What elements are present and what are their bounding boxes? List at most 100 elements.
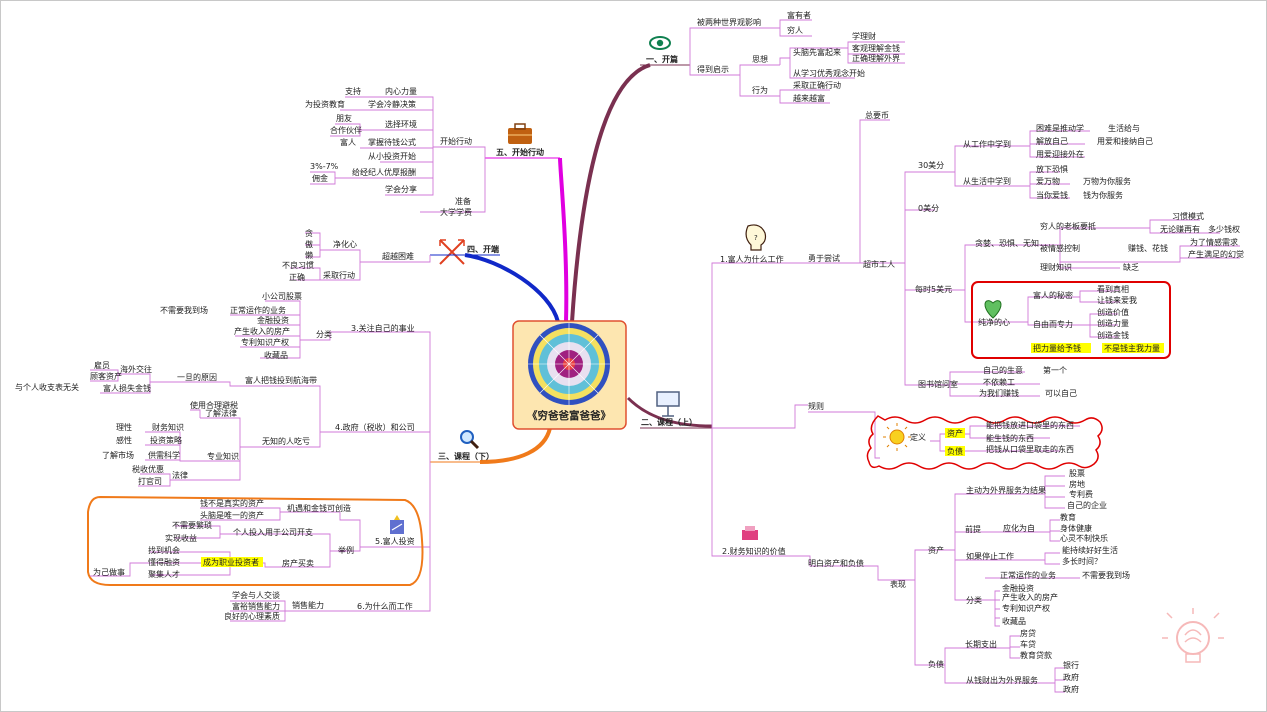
b2-r2-l1-0: 房贷	[1020, 628, 1036, 638]
investment-icon	[390, 515, 404, 534]
magnifier-icon	[460, 430, 480, 450]
b3-g5-b: 个人投入用于公司开支	[233, 527, 313, 537]
b2-r2-a2-1: 身体健康	[1060, 523, 1092, 533]
node-b5-title[interactable]: 五、开始行动	[485, 147, 560, 159]
branch-curve-b2	[626, 396, 713, 428]
b5-item-2-left-0: 朋友	[336, 113, 352, 123]
b3-g6-sub: 销售能力	[292, 600, 324, 610]
b3-g4-sue-0: 税收优惠	[132, 464, 164, 474]
b2-r1-hl-b: 不是钱主我力量	[1104, 343, 1160, 353]
b2-r1-l2-r2: 钱为你服务	[1083, 190, 1123, 200]
b1-thinking-label: 思想	[752, 54, 768, 64]
b4-sub: 超越困难	[382, 251, 414, 261]
highlight-asset	[945, 428, 965, 438]
b3-g6-item-0: 学会与人交谈	[232, 590, 280, 600]
b1-c1-item-1: 穷人	[787, 25, 803, 35]
b1-c1-item-0: 富有者	[787, 10, 811, 20]
b3-g5-d-left: 为己做事	[93, 567, 125, 577]
b2-r1-l1-r1: 用爱和接纳自己	[1097, 136, 1153, 146]
central-topic[interactable]: 《穷爸爸富爸爸》	[512, 320, 627, 430]
b2-r1-pure-a-0: 看到真相	[1097, 284, 1129, 294]
b2-r1-pure-a: 富人的秘密	[1033, 290, 1073, 300]
b3-g3-connectors	[230, 300, 345, 359]
b2-r1-c30: 30美分	[918, 160, 944, 170]
b4-connectors	[290, 232, 431, 281]
b2-r2-a1-3: 自己的企业	[1067, 500, 1107, 510]
b2-r2-a2-2: 心灵不制快乐	[1060, 533, 1108, 543]
b2-r2-l1-1: 车贷	[1020, 639, 1036, 649]
b3-g4-pro: 专业知识	[207, 451, 239, 461]
b2-r1-l1-l0: 困难是推动学	[1036, 123, 1084, 133]
svg-text:三、课程（下）: 三、课程（下）	[438, 451, 494, 461]
svg-text:五、开始行动: 五、开始行动	[496, 147, 544, 157]
node-b2-title[interactable]: 二、课程（上）	[640, 417, 712, 429]
b1-action-label: 行为	[752, 85, 768, 95]
b2-r1-l2-l0: 放下恐惧	[1036, 164, 1068, 174]
b3-g5-a-item-0: 钱不是真实的资产	[200, 498, 264, 508]
b2-def-label: 定义	[910, 432, 926, 442]
eye-icon	[649, 36, 671, 50]
b1-action-item-0: 采取正确行动	[793, 80, 841, 90]
b2-r2-l2-2: 政府	[1063, 684, 1079, 694]
b3-g3-item-5: 收藏品	[264, 350, 288, 360]
b3-g5-d-hl: 成为职业投资者	[203, 557, 259, 567]
b5-item-6: 学会分享	[385, 184, 417, 194]
b2-r1-sub: 勇于尝试	[808, 253, 840, 263]
b2-r2-show: 表现	[890, 579, 906, 589]
b1-c1-label: 被两种世界观影响	[697, 17, 761, 27]
b3-g5-d-item-2: 聚集人才	[148, 569, 180, 579]
svg-text:?: ?	[754, 234, 758, 242]
b2-r1-pure: 纯净的心	[978, 317, 1010, 327]
node-b3-title[interactable]: 三、课程（下）	[430, 451, 500, 463]
b5-item-4: 从小投资开始	[368, 151, 416, 161]
b2-r1-pure-b-2: 创造金钱	[1097, 330, 1129, 340]
b2-def-connectors	[930, 425, 1080, 452]
b3-g5-label: 5.富人投资	[375, 536, 415, 546]
b3-g6-item-2: 良好的心理素质	[224, 611, 280, 621]
b5-item-0: 内心力量	[385, 86, 417, 96]
b2-r2-l2: 从钱财出为外界服务	[966, 675, 1038, 685]
b4-b-item-1: 正确	[289, 272, 305, 282]
b4-a-item-1: 傲	[305, 239, 313, 249]
b1-thinking-extra: 从学习优秀观念开始	[793, 68, 865, 78]
b3-g3-item-1: 正常运作的业务	[230, 305, 286, 315]
b2-r1-boss-b2: 多少钱权	[1208, 224, 1240, 234]
b3-g4-a-left-0: 雇员	[94, 360, 110, 370]
b1-thinking-sub: 头脑先富起来	[793, 47, 841, 57]
b2-rule: 规则	[808, 401, 824, 411]
svg-text:一、开篇: 一、开篇	[646, 54, 678, 64]
b2-r2-cat-4: 收藏品	[1002, 616, 1026, 626]
b3-g4-law: 了解法律	[205, 408, 237, 418]
b3-g4-law-item: 使用合理避税	[190, 400, 238, 410]
node-b1-title[interactable]: 一、开篇	[640, 54, 690, 66]
b2-r2-a1-0: 股票	[1069, 469, 1085, 478]
b2-r1-boss: 穷人的老板要抵	[1040, 221, 1096, 231]
b2-r2-l2-0: 银行	[1063, 660, 1079, 670]
b2-r2-asset: 资产	[928, 545, 944, 555]
sun-icon	[883, 423, 911, 451]
node-b4-title[interactable]: 四、开端	[430, 244, 500, 256]
highlight-give-power	[1031, 343, 1091, 353]
b3-g5-a-item-1: 头脑是唯一的资产	[200, 510, 264, 520]
b2-r1-l1-l2: 用爱迎接外在	[1036, 149, 1084, 159]
b3-g3-item-2: 金融投资	[257, 315, 289, 325]
b5-item-5-left-0: 3%-7%	[310, 162, 339, 171]
b2-r2-a2-sub: 应化为自	[1003, 523, 1035, 533]
b2-r1-lib-r2: 可以自己	[1045, 388, 1077, 398]
b2-r1-lib-l1: 不依赖工	[983, 377, 1015, 387]
b1-connectors	[689, 19, 905, 104]
b2-r1-learn1: 从工作中学到	[963, 139, 1011, 149]
b2-def-make: 能生钱的东西	[986, 433, 1034, 443]
b2-r1-boss-b: 无论赚再有	[1160, 224, 1200, 234]
b5-item-1-left: 为投资教育	[305, 99, 345, 109]
b1-action-item-1: 越来越富	[793, 93, 825, 103]
b2-def-asset: 资产	[947, 428, 963, 438]
b3-g4-a: 富人把钱投到航海带	[245, 375, 317, 385]
b3-g4-sue-1: 打官司	[138, 476, 162, 486]
branch-curve-b4	[464, 253, 560, 323]
b2-r2-cat-2: 产生收入的房产	[1002, 592, 1058, 602]
b5-item-3: 掌握待钱公式	[368, 137, 416, 147]
b4-c: 采取行动	[323, 270, 355, 280]
b3-g4-connectors	[90, 369, 340, 487]
